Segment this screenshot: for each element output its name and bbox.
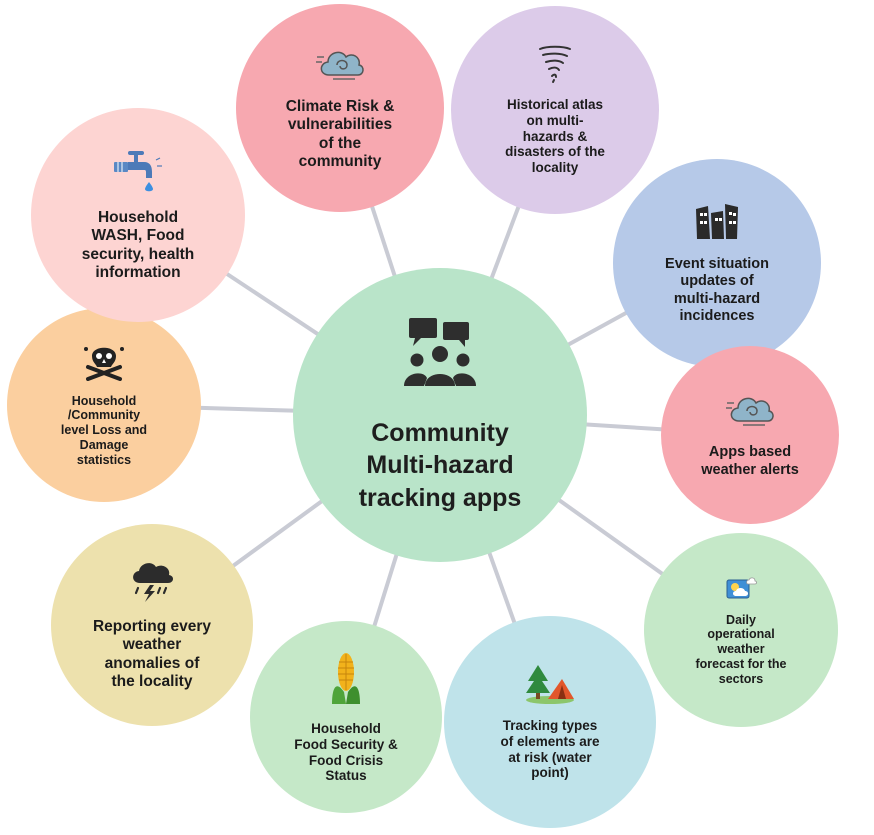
connector-loss-damage: [196, 405, 298, 413]
connector-weather-alerts: [582, 422, 666, 432]
node-climate-risk-label: Climate Risk & vulnerabilities of the co…: [285, 97, 395, 170]
node-historical-atlas: Historical atlas on multi- hazards & dis…: [451, 6, 659, 214]
connector-historical-atlas: [488, 202, 522, 282]
node-weather-alerts-label: Apps based weather alerts: [701, 444, 799, 478]
tornado-icon: [537, 44, 573, 89]
node-food-security-label: Household Food Security & Food Crisis St…: [294, 720, 398, 784]
connector-weather-anomalies: [229, 497, 326, 570]
storm-cloud-icon: [724, 391, 776, 434]
connector-household-wash: [222, 270, 322, 338]
node-weather-anomalies: Reporting every weather anomalies of the…: [51, 524, 253, 726]
central-hub: Community Multi-hazard tracking apps: [293, 268, 587, 562]
storm-cloud-icon: [315, 45, 365, 88]
connector-climate-risk: [369, 202, 398, 280]
node-loss-damage: Household /Community level Loss and Dama…: [7, 308, 201, 502]
connector-daily-forecast: [555, 496, 667, 578]
node-household-wash: Household WASH, Food security, health in…: [31, 108, 245, 322]
connector-elements-at-risk: [486, 548, 518, 627]
node-weather-alerts: Apps based weather alerts: [661, 346, 839, 524]
node-daily-forecast: Daily operational weather forecast for t…: [644, 533, 838, 727]
node-household-wash-label: Household WASH, Food security, health in…: [81, 208, 195, 281]
node-food-security: Household Food Security & Food Crisis St…: [250, 621, 442, 813]
chat-group-icon: [401, 316, 479, 395]
thunder-cloud-icon: [128, 559, 176, 608]
corn-icon: [328, 650, 364, 711]
node-daily-forecast-label: Daily operational weather forecast for t…: [695, 612, 787, 686]
skull-crossbones-icon: [82, 343, 126, 386]
node-climate-risk: Climate Risk & vulnerabilities of the co…: [236, 4, 444, 212]
central-hub-label: Community Multi-hazard tracking apps: [358, 418, 522, 512]
camp-tent-icon: [524, 663, 576, 710]
node-elements-at-risk-label: Tracking types of elements are at risk (…: [500, 717, 600, 781]
node-event-situation: Event situation updates of multi-hazard …: [613, 159, 821, 367]
node-elements-at-risk: Tracking types of elements are at risk (…: [444, 616, 656, 828]
node-historical-atlas-label: Historical atlas on multi- hazards & dis…: [505, 96, 605, 176]
weather-forecast-icon: [724, 574, 758, 607]
node-weather-anomalies-label: Reporting every weather anomalies of the…: [92, 617, 211, 690]
water-tap-icon: [112, 148, 164, 199]
connector-food-security: [371, 550, 400, 630]
collapsed-buildings-icon: [694, 201, 740, 246]
connector-event-situation: [564, 309, 631, 348]
node-event-situation-label: Event situation updates of multi-hazard …: [665, 256, 769, 324]
node-loss-damage-label: Household /Community level Loss and Dama…: [60, 393, 148, 467]
